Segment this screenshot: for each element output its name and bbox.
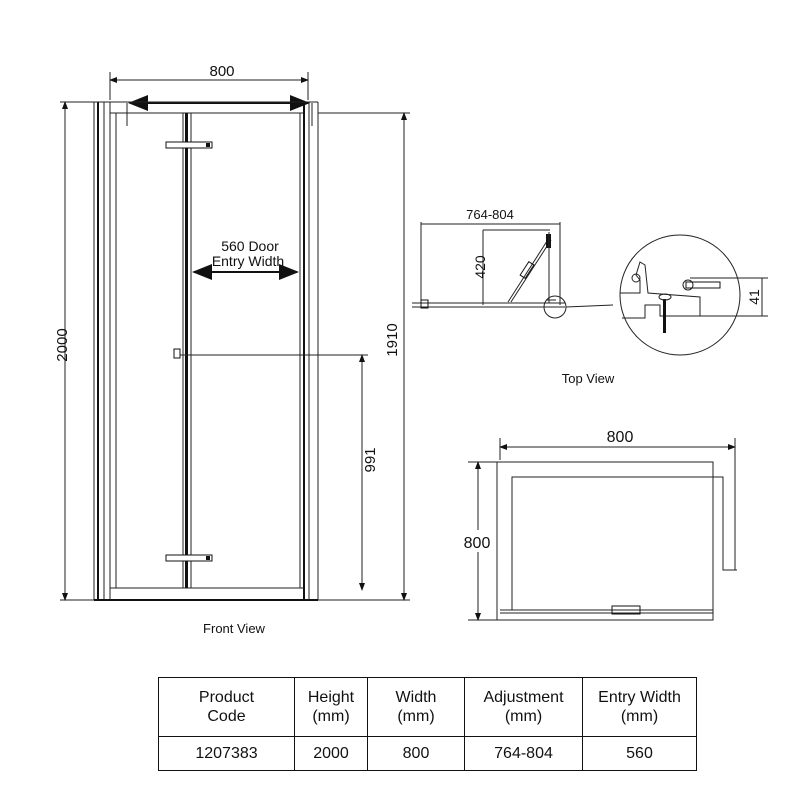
door-frame bbox=[93, 101, 319, 601]
depth-label: 420 bbox=[472, 255, 488, 279]
header-text: (mm) bbox=[397, 708, 435, 725]
cell-adjustment: 764-804 bbox=[464, 736, 583, 771]
tray-outline bbox=[496, 461, 714, 621]
hinge-bracket-bottom bbox=[165, 554, 213, 562]
handle-height-label: 991 bbox=[362, 447, 379, 472]
header-adjustment: Adjustment (mm) bbox=[464, 677, 583, 737]
hinge-bracket-top bbox=[165, 141, 213, 149]
adjustment-label: 764-804 bbox=[466, 207, 514, 222]
cell-width: 800 bbox=[367, 736, 465, 771]
header-text: Adjustment bbox=[483, 689, 564, 706]
cell-height: 2000 bbox=[294, 736, 368, 771]
header-text: Height bbox=[307, 689, 355, 706]
header-text: (mm) bbox=[312, 708, 350, 725]
tray-view: 800 800 bbox=[462, 429, 737, 621]
table-row: 1207383 2000 800 764-804 560 bbox=[158, 736, 697, 771]
front-width-label: 800 bbox=[209, 63, 234, 80]
front-view-caption: Front View bbox=[203, 621, 266, 636]
entry-width-label-line2: Entry Width bbox=[212, 253, 284, 269]
header-text: Code bbox=[207, 708, 246, 725]
header-entry-width: Entry Width (mm) bbox=[582, 677, 697, 737]
header-text: Product bbox=[198, 689, 255, 706]
top-view: 764-804 420 41 Top View bbox=[412, 207, 768, 386]
header-text: Entry Width bbox=[598, 689, 681, 706]
header-width: Width (mm) bbox=[367, 677, 465, 737]
tray-depth-label: 800 bbox=[464, 535, 491, 552]
cell-product-code: 1207383 bbox=[158, 736, 295, 771]
inner-height-label: 1910 bbox=[384, 323, 401, 356]
folded-door bbox=[507, 232, 556, 303]
profile-depth-label: 41 bbox=[746, 289, 762, 305]
cell-entry-width: 560 bbox=[582, 736, 697, 771]
header-text: (mm) bbox=[620, 708, 659, 725]
top-view-caption: Top View bbox=[562, 371, 615, 386]
header-text: (mm) bbox=[504, 708, 543, 725]
tray-width-label: 800 bbox=[607, 429, 634, 446]
header-height: Height (mm) bbox=[294, 677, 368, 737]
handle-icon bbox=[173, 348, 181, 359]
front-view: 800 bbox=[54, 63, 410, 636]
header-text: Width bbox=[395, 689, 437, 706]
profile-detail-circle bbox=[619, 234, 741, 356]
front-height-label: 2000 bbox=[54, 328, 71, 361]
entry-width-label-line1: 560 Door bbox=[221, 238, 279, 254]
